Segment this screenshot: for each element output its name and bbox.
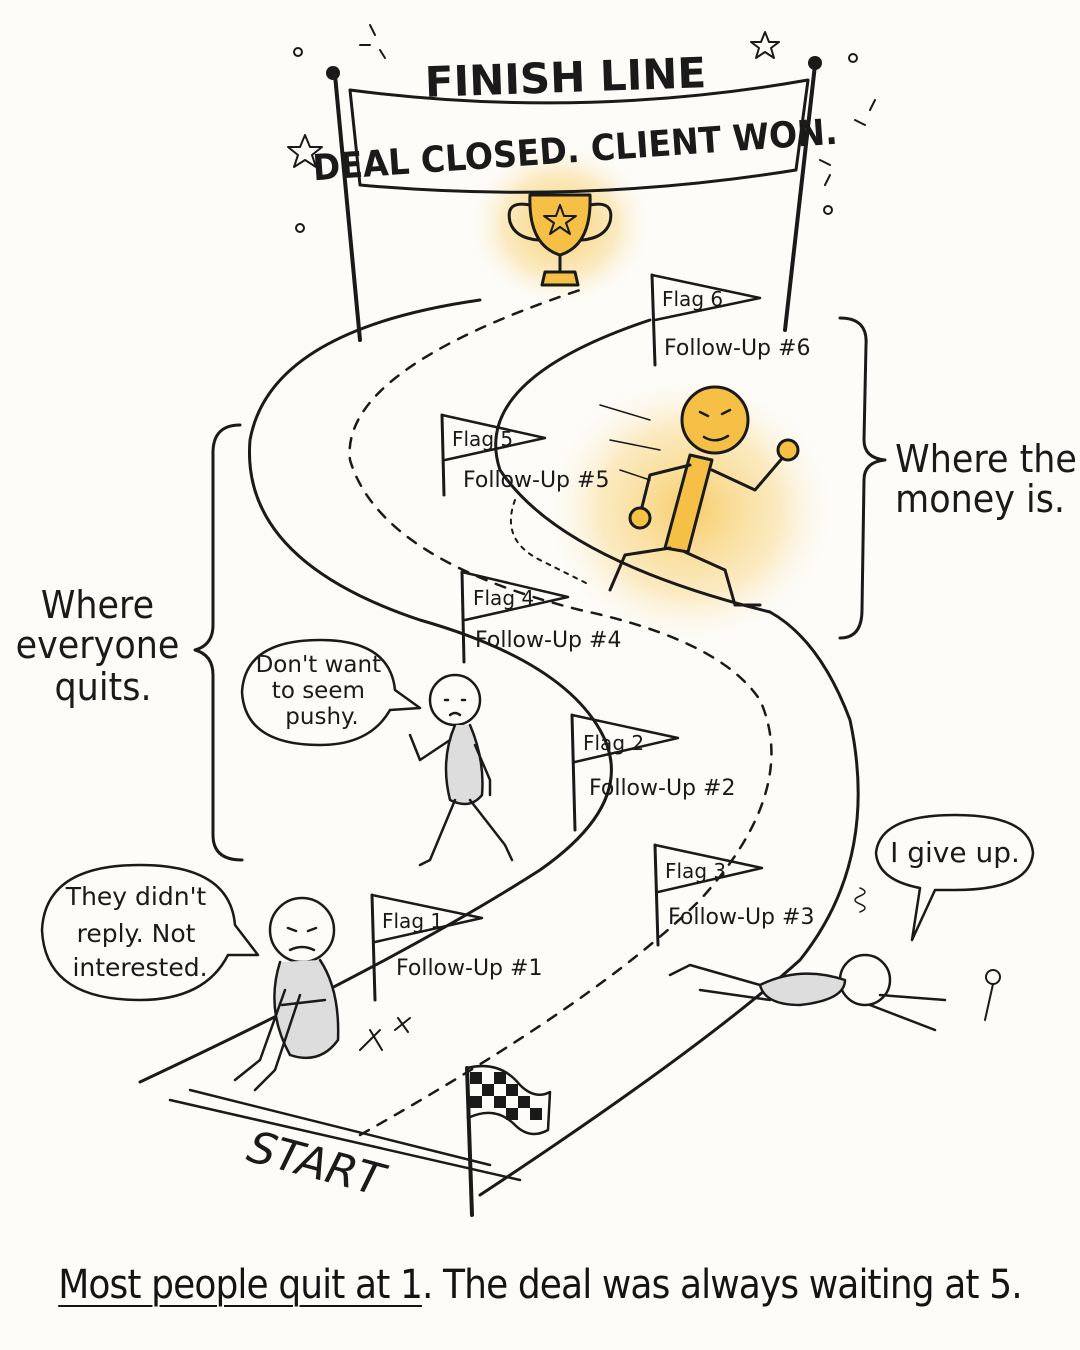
- lying-figure: [668, 887, 947, 1032]
- running-figure: [599, 385, 800, 607]
- confetti: [287, 24, 876, 233]
- flag-label: Follow-Up #6: [664, 336, 810, 361]
- bracket-right: [838, 316, 887, 640]
- flag-label: Follow-Up #4: [475, 628, 621, 653]
- speech-bubble-reply: They didn't reply. Not interested.: [40, 863, 260, 1002]
- svg-text:They didn't reply. Not: They didn't reply. Not interested.: [65, 882, 214, 982]
- bubble-line: They didn't: [65, 882, 207, 911]
- flag-name: Flag 4: [473, 586, 534, 610]
- caption-underlined: Most people quit at 1: [58, 1262, 423, 1308]
- speech-bubble-giveup: I give up.: [874, 813, 1035, 942]
- bubble-text: I give up.: [890, 836, 1020, 869]
- flag-label: Follow-Up #5: [463, 468, 609, 493]
- sitting-sad-figure: [233, 896, 340, 1092]
- flower-icon: [984, 969, 1001, 1021]
- bubble-line: Don't want: [256, 652, 382, 678]
- trophy-icon: [507, 193, 613, 287]
- flag-4: Flag 4 Follow-Up #4: [460, 570, 621, 664]
- flag-label: Follow-Up #1: [396, 956, 542, 981]
- road: [138, 288, 860, 1197]
- flag-label: Follow-Up #3: [668, 905, 814, 930]
- bubble-line: to seem: [272, 678, 365, 704]
- money-label: Where the money is.: [895, 437, 1080, 522]
- caption: Most people quit at 1. The deal was alwa…: [54, 1262, 1026, 1308]
- flag-6: Flag 6 Follow-Up #6: [650, 273, 810, 367]
- svg-text:Don't want to seem: Don't want to seem pushy.: [256, 652, 389, 730]
- bubble-line: reply. Not: [77, 919, 196, 948]
- bracket-left: [193, 423, 244, 862]
- checkered-flag-icon: [465, 1064, 552, 1217]
- flag-1: Flag 1 Follow-Up #1: [370, 893, 542, 1002]
- hesitant-figure: [408, 673, 514, 867]
- flag-name: Flag 2: [583, 731, 644, 755]
- quits-label: Where everyone quits.: [16, 583, 191, 710]
- bubble-line: interested.: [72, 953, 207, 982]
- flag-name: Flag 6: [662, 287, 723, 311]
- finish-line-title: FINISH LINE: [424, 48, 707, 107]
- flag-3: Flag 3 Follow-Up #3: [653, 843, 814, 947]
- flag-2: Flag 2 Follow-Up #2: [570, 713, 735, 832]
- flag-5: Flag 5 Follow-Up #5: [440, 413, 609, 497]
- bubble-line: pushy.: [285, 704, 358, 730]
- flag-label: Follow-Up #2: [589, 776, 735, 801]
- speech-bubble-pushy: Don't want to seem pushy.: [240, 638, 422, 747]
- caption-rest: . The deal was always waiting at 5.: [421, 1262, 1023, 1308]
- flag-name: Flag 5: [452, 427, 513, 451]
- flag-name: Flag 1: [382, 909, 443, 933]
- flag-name: Flag 3: [665, 859, 726, 883]
